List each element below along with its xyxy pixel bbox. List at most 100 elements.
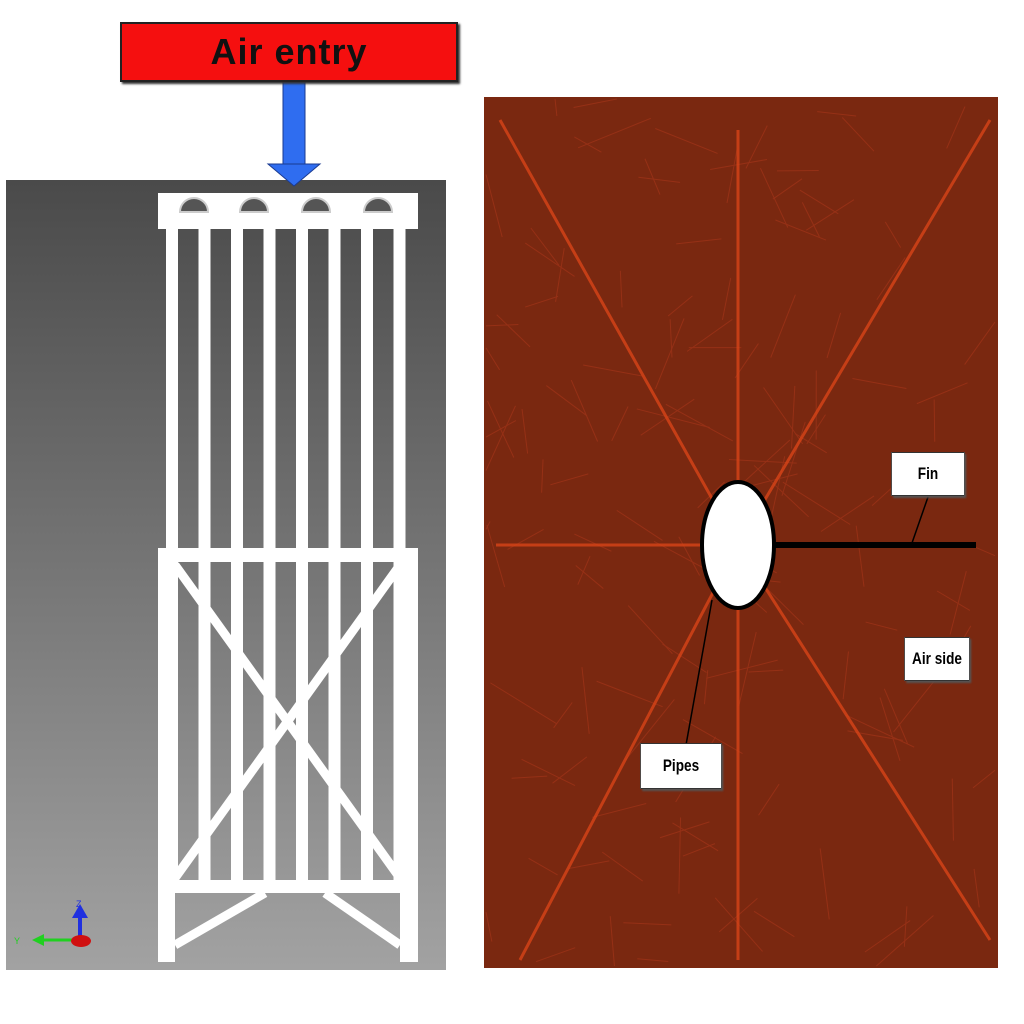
mesh-edge: [865, 621, 898, 631]
mesh-edge: [775, 219, 827, 241]
mesh-edge: [799, 189, 839, 215]
mesh-edge: [575, 565, 604, 589]
mesh-edge: [876, 257, 906, 301]
mesh-edge: [568, 860, 610, 870]
mesh-edge: [554, 98, 558, 116]
mesh-edge: [667, 295, 693, 317]
mesh-edge: [659, 821, 710, 839]
mesh-edge: [521, 758, 576, 787]
mesh-edge: [616, 509, 663, 541]
mesh-edge: [623, 922, 672, 926]
pipe-cross-section: [700, 480, 776, 610]
air-entry-title: Air entry: [120, 22, 458, 82]
mesh-edge: [490, 682, 558, 725]
mesh-edge: [581, 667, 590, 734]
mesh-edge: [748, 669, 784, 673]
mesh-edge: [574, 533, 612, 552]
mesh-edge: [496, 314, 531, 348]
mesh-edge: [826, 312, 842, 359]
mesh-edge: [550, 473, 589, 486]
mesh-edge: [624, 699, 675, 761]
mesh-edge: [485, 174, 503, 238]
mesh-edge: [570, 379, 599, 442]
mesh-edge: [577, 555, 591, 585]
mesh-edge: [682, 719, 743, 755]
mesh-edge: [949, 570, 967, 635]
mesh-edge: [806, 199, 855, 231]
mesh-edge: [592, 802, 647, 818]
mesh-edge: [485, 420, 517, 438]
mesh-edge: [753, 910, 795, 938]
mesh-edge: [596, 680, 663, 708]
mesh-edge: [820, 495, 875, 532]
mesh-edge: [676, 238, 722, 245]
mesh-edge: [637, 958, 669, 963]
y-axis-label: Y: [14, 936, 20, 946]
mesh-edge: [678, 817, 682, 894]
mesh-edge: [655, 128, 718, 154]
mesh-edge: [703, 670, 709, 705]
mesh-edge: [611, 406, 629, 442]
mesh-edge: [609, 916, 615, 967]
mesh-edge: [753, 465, 809, 518]
fin-label: Fin: [891, 452, 965, 496]
mesh-edge: [583, 364, 643, 377]
mesh-edge: [706, 659, 778, 679]
mesh-edge: [841, 117, 875, 152]
mesh-edge: [486, 524, 506, 588]
mesh-edge: [946, 106, 966, 149]
mesh-edge: [726, 149, 738, 204]
mesh-edge: [758, 783, 780, 816]
mesh-edge: [864, 920, 911, 953]
mesh-edge: [530, 227, 560, 266]
mesh-edge: [577, 117, 652, 149]
mesh-edge: [936, 590, 971, 611]
mesh-edge: [964, 321, 996, 365]
mesh-edge: [883, 688, 909, 745]
mesh-edge: [552, 756, 588, 784]
mesh-edge: [972, 769, 996, 789]
mesh-edge: [636, 408, 710, 428]
mesh-edge: [485, 347, 501, 371]
air-side-label: Air side: [904, 637, 970, 681]
mesh-edge: [759, 168, 789, 228]
mesh-edge: [521, 409, 529, 454]
mesh-edge: [525, 295, 559, 308]
mesh-edge: [767, 589, 804, 626]
mesh-edge: [817, 111, 857, 117]
mesh-edge: [678, 536, 701, 576]
mesh-edge: [772, 178, 803, 200]
mesh-edge: [485, 521, 491, 530]
mesh-edge: [781, 421, 806, 496]
mesh-edge: [638, 176, 681, 183]
mesh-edge: [842, 651, 849, 700]
mesh-edge: [745, 125, 768, 169]
mesh-edge: [686, 318, 733, 352]
mesh-edge: [619, 270, 623, 308]
mesh-edge: [738, 632, 757, 706]
mesh-edge: [555, 248, 565, 302]
pipes-label: Pipes: [640, 743, 722, 789]
mesh-view: [484, 97, 998, 968]
mesh-edge: [770, 294, 796, 358]
mesh-edge: [541, 459, 544, 493]
mesh-edge: [654, 318, 685, 390]
mesh-edge: [884, 221, 902, 248]
mesh-edge: [511, 775, 548, 779]
mesh-edge: [573, 98, 617, 109]
mesh-edge: [806, 414, 826, 445]
mesh-edge: [782, 481, 851, 525]
mesh-edge: [740, 439, 791, 485]
mesh-edge: [879, 697, 901, 762]
mesh-edge: [819, 848, 830, 920]
mesh-edge: [485, 405, 516, 471]
axis-triad: Z Y: [14, 899, 91, 947]
heat-exchanger-model-view: Z Y: [6, 180, 446, 970]
mesh-edge: [644, 158, 661, 195]
mesh-edge: [951, 778, 954, 841]
mesh-edge: [852, 378, 907, 389]
z-axis-label: Z: [76, 899, 82, 909]
mesh-edge: [528, 857, 558, 876]
mesh-edge: [790, 385, 796, 449]
mesh-edge: [903, 906, 908, 947]
